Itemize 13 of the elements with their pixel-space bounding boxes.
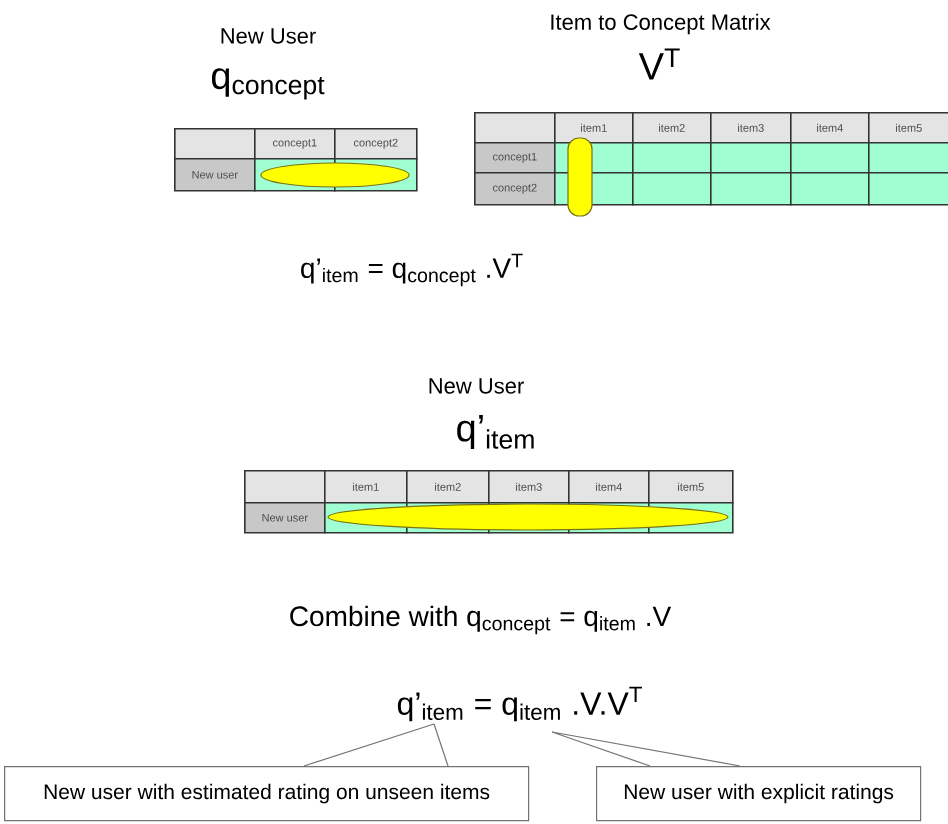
title-text: New User bbox=[221, 28, 316, 44]
formula-text: q’$_{item}$ = q$_{concept}$ .V$^{T}$ bbox=[301, 253, 523, 287]
formula-text: q$_{concept}$ bbox=[211, 68, 325, 100]
leader-line bbox=[303, 723, 449, 767]
title-text: Item to Concept Matrix bbox=[551, 13, 771, 35]
leader-line bbox=[551, 731, 741, 767]
title-text: New User bbox=[429, 378, 524, 394]
formula-text: V$^{T}$ bbox=[638, 48, 680, 80]
callout-box: New user with estimated rating on unseen items bbox=[4, 766, 530, 822]
callout-box: New user with explicit ratings bbox=[596, 766, 922, 822]
formula-text: Combine with q$_{concept}$ = q$_{item}$ .V bbox=[290, 605, 672, 635]
formula-text: q’$_{item}$ bbox=[457, 415, 534, 449]
formula-text: q’$_{item}$ = q$_{item}$ .V.V$^{T}$ bbox=[397, 686, 642, 722]
